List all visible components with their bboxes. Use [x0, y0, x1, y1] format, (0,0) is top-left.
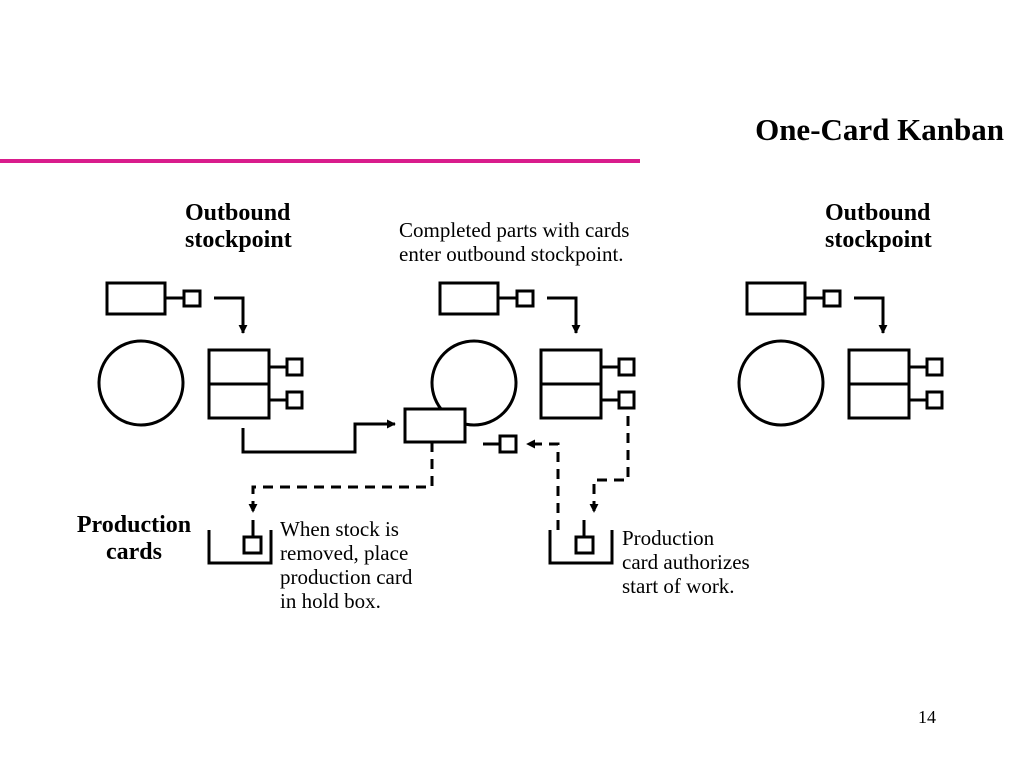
page-number: 14 [918, 707, 936, 727]
middle-incoming-card [403, 407, 467, 444]
right-station [737, 281, 944, 427]
production-cards-line-1: Production [76, 512, 192, 538]
right-small-card [822, 289, 842, 308]
right-top-card [745, 281, 807, 316]
middle-stock-upper [539, 348, 603, 386]
completed-parts-line-2: enter outbound stockpoint. [399, 242, 624, 266]
left-top-arrow [214, 296, 248, 334]
middle-detached-card [498, 434, 518, 454]
completed-parts-line-1: Completed parts with cards [399, 218, 630, 242]
left-stockpoint-line-1: Outbound [185, 200, 291, 226]
left-stock-lower [207, 382, 271, 420]
right-top-arrow [854, 296, 888, 334]
left-to-middle-arrow [241, 419, 396, 454]
left-stock-upper [207, 348, 271, 386]
middle-small-card [515, 289, 535, 308]
dashed-to-detached-card-arrow [526, 439, 560, 530]
stock-removed-line-4: in hold box. [280, 589, 381, 613]
authorizes-line-2: card authorizes [622, 550, 750, 574]
left-top-card [105, 281, 167, 316]
production-cards-line-2: cards [106, 539, 162, 565]
middle-workcenter [430, 339, 518, 427]
right-workcenter [737, 339, 825, 427]
left-stockpoint-line-2: stockpoint [185, 227, 292, 253]
stock-removed-line-2: removed, place [280, 541, 409, 565]
left-hold-box [207, 520, 273, 565]
right-stock-lower [847, 382, 911, 420]
middle-top-arrow [547, 296, 581, 334]
left-station [97, 281, 396, 454]
left-stockpoint-label: Outbound stockpoint [185, 200, 292, 254]
right-stockpoint-label: Outbound stockpoint [825, 200, 932, 254]
stock-removed-line-1: When stock is [280, 517, 399, 541]
dashed-to-left-hold-arrow [248, 442, 434, 513]
right-stock-card-lower [925, 390, 944, 410]
right-stock-card-upper [925, 357, 944, 377]
left-workcenter [97, 339, 185, 427]
middle-stock-card-lower [617, 390, 636, 410]
stock-removed-line-3: production card [280, 565, 413, 589]
left-small-card [182, 289, 202, 308]
right-stock-upper [847, 348, 911, 386]
authorizes-line-3: start of work. [622, 574, 735, 598]
middle-top-card [438, 281, 500, 316]
right-hold-box [548, 520, 614, 565]
right-stockpoint-line-1: Outbound [825, 200, 931, 226]
left-stock-card-upper [285, 357, 304, 377]
right-hold-card [574, 535, 595, 555]
right-stockpoint-line-2: stockpoint [825, 227, 932, 253]
left-hold-card [242, 535, 263, 555]
authorizes-note: Production card authorizes start of work… [622, 526, 750, 598]
title-rule [0, 159, 640, 163]
middle-stock-lower [539, 382, 603, 420]
middle-stock-card-upper [617, 357, 636, 377]
middle-station [403, 281, 636, 454]
authorizes-line-1: Production [622, 526, 715, 550]
completed-parts-note: Completed parts with cards enter outboun… [399, 218, 629, 266]
dashed-to-right-hold-arrow [589, 416, 630, 513]
slide-title: One-Card Kanban [755, 112, 1004, 147]
production-cards-label: Production cards [62, 512, 206, 566]
left-stock-card-lower [285, 390, 304, 410]
stock-removed-note: When stock is removed, place production … [280, 517, 412, 613]
